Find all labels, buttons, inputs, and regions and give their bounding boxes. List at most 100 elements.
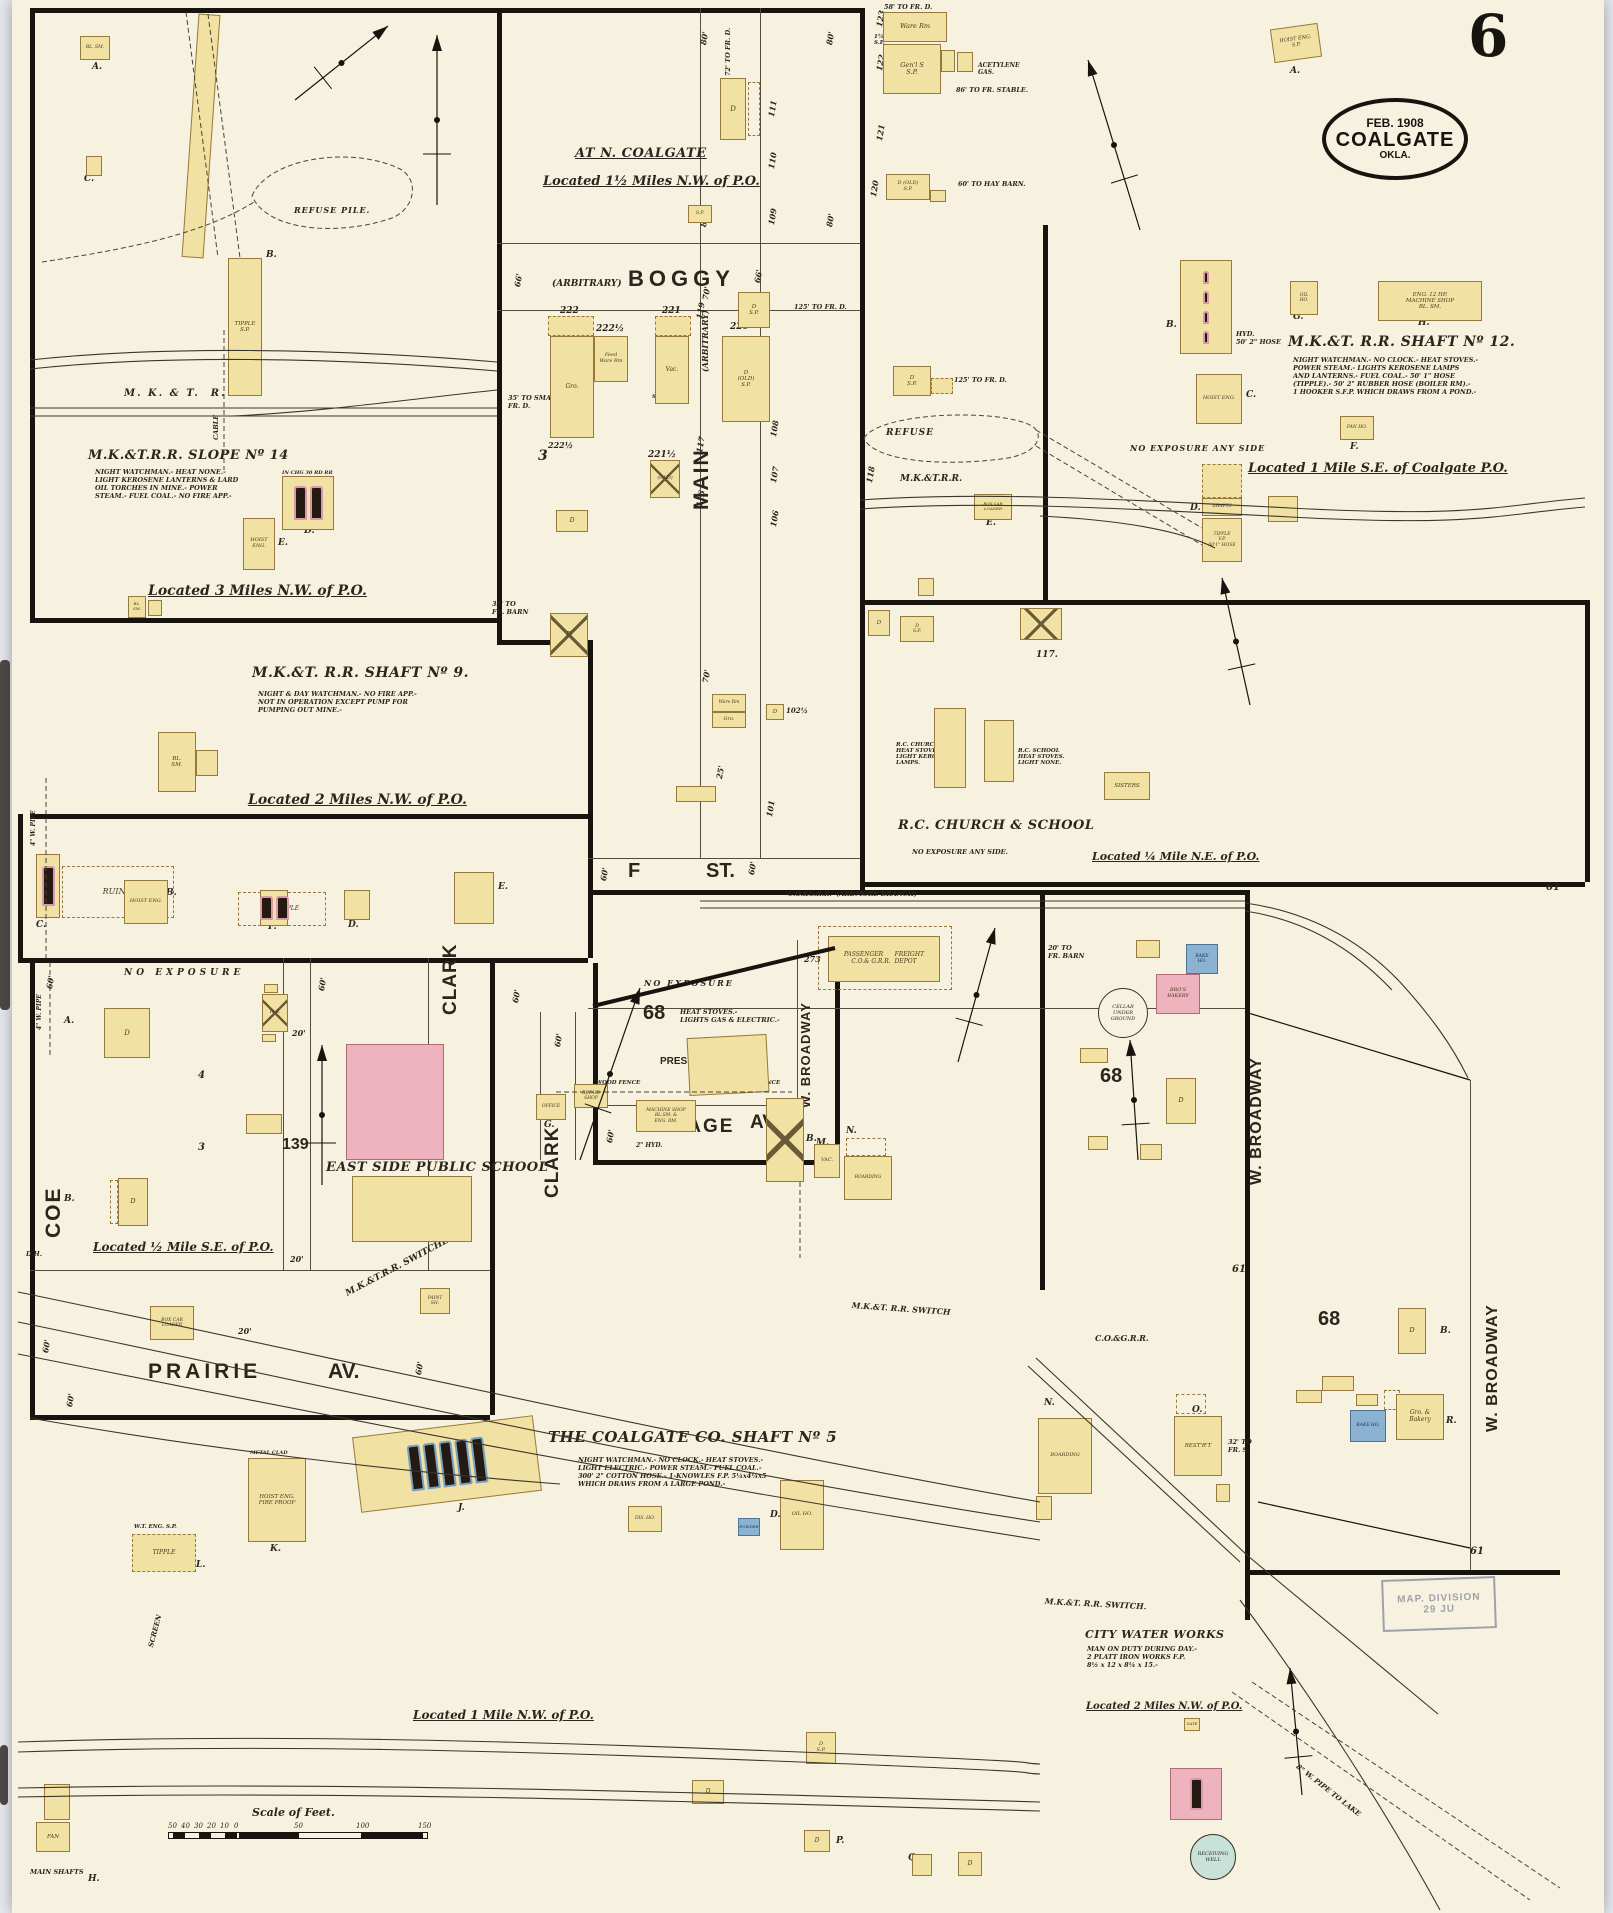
street-name: PRAIRIE bbox=[148, 1360, 262, 1383]
building: HOIST ENG. bbox=[124, 880, 168, 924]
building: VAC. bbox=[814, 1144, 840, 1178]
building bbox=[766, 1098, 804, 1182]
map-note: REFUSE bbox=[886, 428, 934, 438]
scale-bar-segment bbox=[173, 1833, 185, 1838]
lot-number: 222½ bbox=[596, 324, 625, 334]
building-label: Gen'l S S.P. bbox=[900, 60, 924, 76]
building-letter: E. bbox=[498, 882, 508, 892]
building: GATE bbox=[1184, 1718, 1200, 1731]
building bbox=[1080, 1048, 1108, 1063]
map-note: NO EXPOSURE ANY SIDE bbox=[1130, 443, 1266, 453]
located-note: Located 2 Miles N.W. of P.O. bbox=[248, 792, 467, 808]
street-name: W. BROADWAY bbox=[1484, 1304, 1501, 1432]
block-border bbox=[497, 640, 588, 645]
building-label: D S.P. bbox=[816, 1741, 826, 1753]
building: D bbox=[1398, 1308, 1426, 1354]
building-letter: A. bbox=[92, 62, 103, 72]
building-label: Gro. & Bakery bbox=[1409, 1409, 1431, 1423]
building-label: HOIST ENG. bbox=[129, 898, 163, 905]
building: D bbox=[104, 1008, 150, 1058]
building bbox=[259, 890, 289, 926]
stamp-date: FEB. 1908 bbox=[1366, 115, 1424, 130]
lot-number: 222½ bbox=[548, 440, 574, 450]
lot-number: 20' bbox=[292, 1028, 306, 1038]
sheet-number: 6 bbox=[1468, 2, 1509, 70]
library-received-stamp: MAP. DIVISION 29 JU bbox=[1381, 1576, 1497, 1632]
building: S.P. bbox=[688, 205, 712, 223]
building bbox=[957, 52, 973, 72]
scale-title: Scale of Feet. bbox=[252, 1806, 335, 1819]
section-title-n-coalgate: AT N. COALGATE bbox=[575, 146, 707, 161]
map-note: METAL CLAD bbox=[250, 1450, 288, 1456]
boiler bbox=[437, 1440, 457, 1488]
building-letter: B. bbox=[166, 888, 177, 898]
building-label: BOX CAR LOADER bbox=[983, 501, 1003, 511]
building bbox=[1036, 1496, 1052, 1520]
building-label: BL. SM. bbox=[171, 755, 183, 768]
block-border bbox=[18, 958, 588, 963]
building bbox=[352, 1176, 472, 1242]
building-letter: D. bbox=[304, 526, 315, 536]
building: D S.P. bbox=[806, 1732, 836, 1764]
scale-mark: 150 bbox=[418, 1822, 432, 1830]
street-line bbox=[700, 8, 701, 858]
building-letter: A. bbox=[1290, 66, 1301, 76]
building: BOX CAR LOADER bbox=[150, 1306, 194, 1340]
building-letter: P. bbox=[836, 1836, 845, 1846]
street-line bbox=[588, 858, 860, 859]
map-note: W.T. ENG. S.P. bbox=[134, 1524, 177, 1530]
building: D bbox=[720, 78, 746, 140]
building: BAKE HO. bbox=[1186, 944, 1218, 974]
located-note: Located 2 Miles N.W. of P.O. bbox=[1086, 1701, 1243, 1712]
scale-mark: 20 bbox=[207, 1822, 216, 1830]
scale-bar-segment bbox=[199, 1833, 211, 1838]
building-label: SHAFTS bbox=[1212, 504, 1232, 510]
section-title-shaft-12: M.K.&T. R.R. SHAFT Nº 12. bbox=[1288, 334, 1516, 350]
building-label: BOX CAR LOADER bbox=[161, 1317, 183, 1328]
building-letter: D. bbox=[1190, 503, 1201, 513]
section-title-shaft-9: M.K.&T. R.R. SHAFT Nº 9. bbox=[252, 665, 470, 681]
block-border bbox=[1245, 1570, 1560, 1575]
railroad-label: C.O.&G.R.R. (ARDMORE BRANCH) bbox=[788, 890, 918, 898]
building-label: BAKE HO. bbox=[1356, 1423, 1380, 1429]
boiler bbox=[275, 896, 289, 920]
building bbox=[1202, 464, 1242, 498]
street-name: ST. bbox=[706, 860, 735, 882]
boiler bbox=[259, 896, 273, 920]
street-line bbox=[497, 243, 860, 244]
boiler-bank bbox=[1202, 269, 1210, 346]
building-label: Ware Rm bbox=[899, 22, 931, 31]
building: BAKE HO. bbox=[1350, 1410, 1386, 1442]
building: HOIST ENG. FIRE PROOF bbox=[248, 1458, 306, 1542]
scale-mark: 50 bbox=[168, 1822, 177, 1830]
building bbox=[686, 1033, 770, 1097]
map-note: 20' TO FR. BARN bbox=[1048, 944, 1085, 960]
building-label: D bbox=[967, 1859, 973, 1867]
building-letter: H. bbox=[1418, 318, 1430, 328]
section-body-rc-church: NO EXPOSURE ANY SIDE. bbox=[912, 848, 1008, 856]
block-border bbox=[588, 890, 1245, 895]
building-letter: M. bbox=[816, 1138, 830, 1148]
building-label: D bbox=[772, 708, 778, 715]
boiler bbox=[421, 1442, 441, 1490]
building-label: REST'R'T bbox=[1184, 1442, 1212, 1449]
building-letter: B. bbox=[1440, 1326, 1451, 1336]
building-label: VAC. bbox=[820, 1157, 834, 1164]
lot-number: 139 bbox=[282, 1136, 309, 1153]
block-border bbox=[588, 640, 593, 958]
building bbox=[1216, 1484, 1230, 1502]
block-border bbox=[835, 940, 840, 1160]
building-letter: E. bbox=[986, 518, 996, 528]
building bbox=[346, 1044, 444, 1160]
map-note: HYD. 50' 2" HOSE bbox=[1236, 330, 1281, 346]
building-label: BRO'S BAKERY bbox=[1167, 987, 1189, 999]
building: MACHINE SHOP BL.SM. & ENG. RM. bbox=[636, 1100, 696, 1132]
building bbox=[1136, 940, 1160, 958]
block-border bbox=[490, 958, 495, 1415]
street-name: (ARBITRARY) bbox=[552, 279, 622, 289]
block-border bbox=[30, 618, 497, 623]
block-border bbox=[1245, 890, 1250, 1620]
building: BOX CAR LOADER bbox=[974, 494, 1012, 520]
scale-mark: 10 bbox=[220, 1822, 229, 1830]
